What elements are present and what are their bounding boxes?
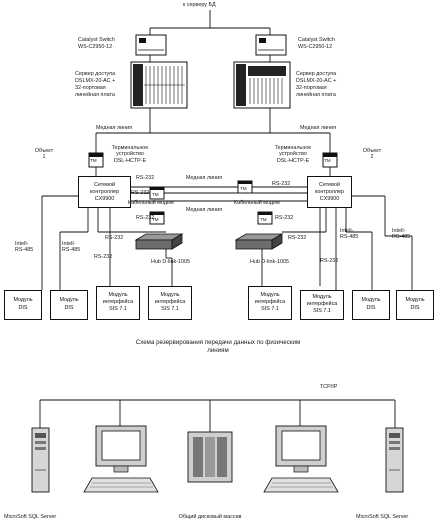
rs232-right-low: RS-232 (275, 215, 294, 221)
access-right-line2: DSLMX-20-AC + (296, 78, 337, 84)
network-controller-left: Сетевой контроллер CX9900 (78, 176, 131, 208)
access-server-left (130, 61, 188, 109)
access-right-line1: Сервер доступа (296, 71, 337, 77)
tm-label-center-top: TM (240, 186, 247, 191)
rs232-left-sis: RS-232 (94, 254, 113, 260)
tm-device-right-low (257, 211, 273, 225)
catalyst-switch-left (135, 34, 167, 56)
tm-label-terminal-right: TM (324, 158, 331, 163)
shared-storage-label: Общий дисковый массив (178, 514, 242, 520)
tm-device-left-mid (149, 186, 165, 200)
switch-left-line1: Catalyst Switch (78, 37, 115, 43)
terminal-device-left (88, 152, 104, 168)
tm-label-right-low: TM (260, 217, 267, 222)
hub-right-label: Hub D-link-1005 (250, 259, 289, 265)
rs232-right-sis: RS-232 (320, 258, 339, 264)
tm-label-left-mid: TM (152, 192, 159, 197)
workstation-right (263, 425, 339, 493)
sql-server-left-label: MicroSoft SQL Server (4, 514, 57, 520)
catalyst-switch-right (255, 34, 287, 56)
copper-line-right-label: Медная линия (300, 125, 337, 131)
network-controller-right: Сетевой контроллер CX9900 (307, 176, 352, 208)
copper-low-label: Медная линия (186, 207, 223, 213)
copper-mid-label: Медная линия (186, 175, 223, 181)
rs232-center-left-top: RS-232 (136, 175, 155, 181)
hub-left-label: Hub D-link-1005 (151, 259, 190, 265)
cable-modem-right-label: Кабельный модем (234, 200, 280, 206)
intel-right-inner: IntelI-RS-485 (340, 228, 359, 241)
tm-label-terminal-left: TM (90, 158, 97, 163)
access-server-right (233, 61, 291, 109)
tm-device-left-low (149, 211, 165, 225)
tcpip-label: TCP/IP (320, 384, 338, 390)
sql-server-right-label: MicroSoft SQL Server (356, 514, 409, 520)
hub-left (134, 233, 184, 250)
rs232-hub-right: RS-232 (288, 235, 307, 241)
tm-label-left-low: TM (152, 217, 159, 222)
copper-line-left-label: Медная линия (96, 125, 133, 131)
access-right-line4: линейная плата (296, 92, 336, 98)
sql-server-tower-left (31, 427, 50, 493)
intel-left-inner: IntelI-RS-485 (62, 241, 81, 254)
rs232-left-low: RS-232 (136, 215, 155, 221)
access-left-line2: DSLMX-20-AC + (75, 78, 116, 84)
tm-device-center-top (237, 180, 253, 194)
shared-disk-array-icon (187, 431, 233, 483)
cable-modem-left-label: Кабельный модем (128, 200, 174, 206)
db-server-label: к серверу БД (183, 2, 216, 8)
workstation-left (83, 425, 159, 493)
access-left-line4: линейная плата (75, 92, 115, 98)
sql-server-tower-right (385, 427, 404, 493)
switch-right-line1: Catalyst Switch (298, 37, 335, 43)
diagram-caption: Схема резервирования передачи данных по … (135, 339, 301, 354)
switch-right-line2: WS-C2950-12 (298, 44, 333, 50)
rs232-left-mid: RS-232 (131, 190, 150, 196)
switch-left-line2: WS-C2950-12 (78, 44, 113, 50)
hub-right (234, 233, 284, 250)
access-left-line1: Сервер доступа (75, 71, 116, 77)
rs232-center-right-top: RS-232 (272, 181, 291, 187)
intel-left-outer: IntelI-RS-485 (15, 241, 34, 254)
access-right-line3: 32-портовая (296, 85, 327, 91)
rs232-hub-left: RS-232 (105, 235, 124, 241)
intel-right-outer: IntelI-RS-485 (392, 228, 411, 241)
terminal-device-right (322, 152, 338, 168)
access-left-line3: 32-портовая (75, 85, 106, 91)
